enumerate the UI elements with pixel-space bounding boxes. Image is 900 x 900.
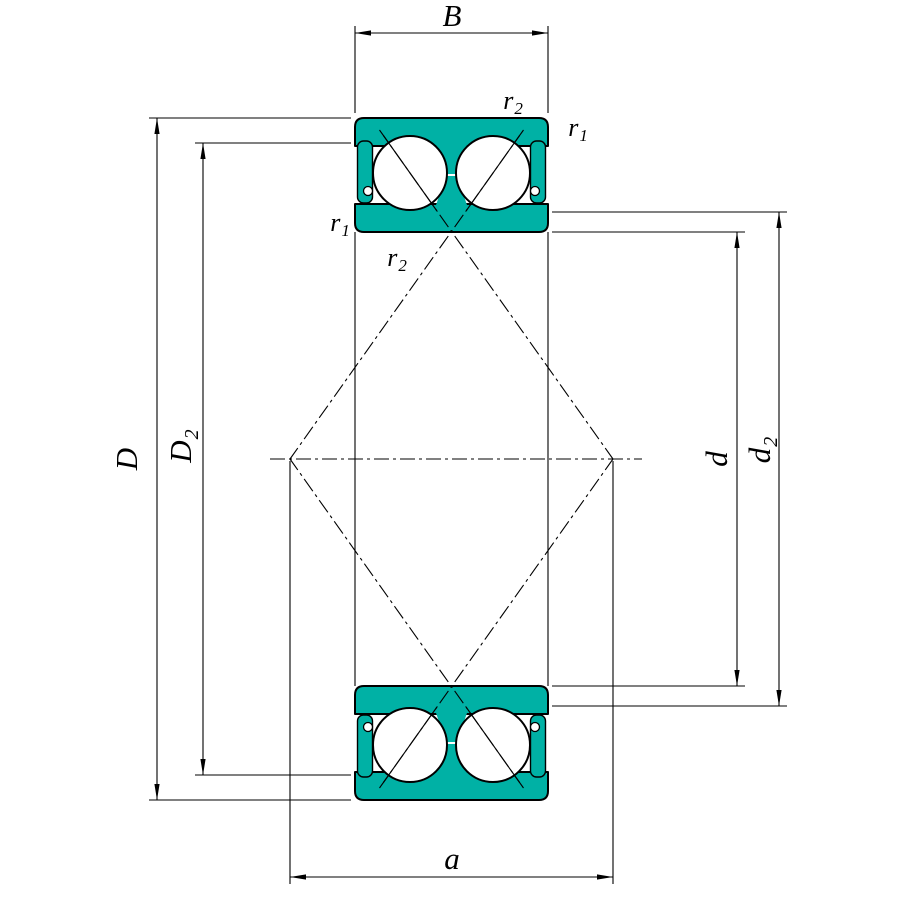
ball-axis-top-left bbox=[382, 135, 438, 211]
ball-axis-top-right bbox=[465, 135, 521, 211]
arrow-a-left bbox=[290, 874, 306, 880]
contact-line-top-left bbox=[379, 129, 614, 460]
dim-label-d2: d2 bbox=[742, 437, 782, 464]
seal-bead-bottom-left bbox=[362, 721, 374, 733]
arrow-D-bottom bbox=[154, 784, 160, 800]
seal-bead-bottom-right bbox=[529, 721, 541, 733]
seal-bead-top-left bbox=[362, 185, 374, 197]
dimension-lines bbox=[149, 26, 787, 884]
contact-line-top-right bbox=[289, 129, 524, 460]
arrow-d-bottom bbox=[734, 670, 740, 686]
radius-label-r1-outer-side: r1 bbox=[568, 113, 588, 145]
dim-label-d: d bbox=[699, 451, 734, 467]
seal-bead-top-right bbox=[529, 185, 541, 197]
radius-label-r1-inner-side: r1 bbox=[330, 208, 350, 240]
arrow-a-right bbox=[597, 874, 613, 880]
bore-silhouette-lines bbox=[354, 232, 549, 686]
contact-line-bottom-left bbox=[379, 458, 614, 789]
ball-axis-bottom-right bbox=[465, 707, 521, 783]
inner-ring-bottom bbox=[354, 685, 549, 715]
arrow-D2-top bbox=[200, 143, 206, 159]
dim-label-a: a bbox=[444, 841, 460, 876]
contact-line-bottom-right bbox=[289, 458, 524, 789]
dim-label-D: D bbox=[109, 448, 144, 471]
dimension-labels: B a D D2 d d2 r2 r1 r1 r2 bbox=[109, 0, 782, 876]
outer-ring-bottom bbox=[354, 771, 549, 801]
ball-contact-segments bbox=[382, 135, 521, 783]
seal-lip-beads bbox=[362, 185, 541, 733]
dim-label-B: B bbox=[443, 0, 462, 33]
dim-label-D2: D2 bbox=[163, 429, 203, 463]
ball-axis-bottom-left bbox=[382, 707, 438, 783]
arrow-d2-top bbox=[776, 212, 782, 228]
inner-ring-top bbox=[354, 203, 549, 233]
arrow-D2-bottom bbox=[200, 759, 206, 775]
outer-ring-top bbox=[354, 117, 549, 147]
arrow-B-left bbox=[355, 30, 371, 36]
radius-label-r2-outer-top: r2 bbox=[503, 86, 523, 118]
centerlines bbox=[270, 129, 642, 789]
arrow-B-right bbox=[532, 30, 548, 36]
dimension-arrowheads bbox=[154, 30, 782, 880]
arrow-D-top bbox=[154, 118, 160, 134]
radius-label-r2-inner-bottom: r2 bbox=[387, 243, 407, 275]
arrow-d-top bbox=[734, 232, 740, 248]
arrow-d2-bottom bbox=[776, 690, 782, 706]
